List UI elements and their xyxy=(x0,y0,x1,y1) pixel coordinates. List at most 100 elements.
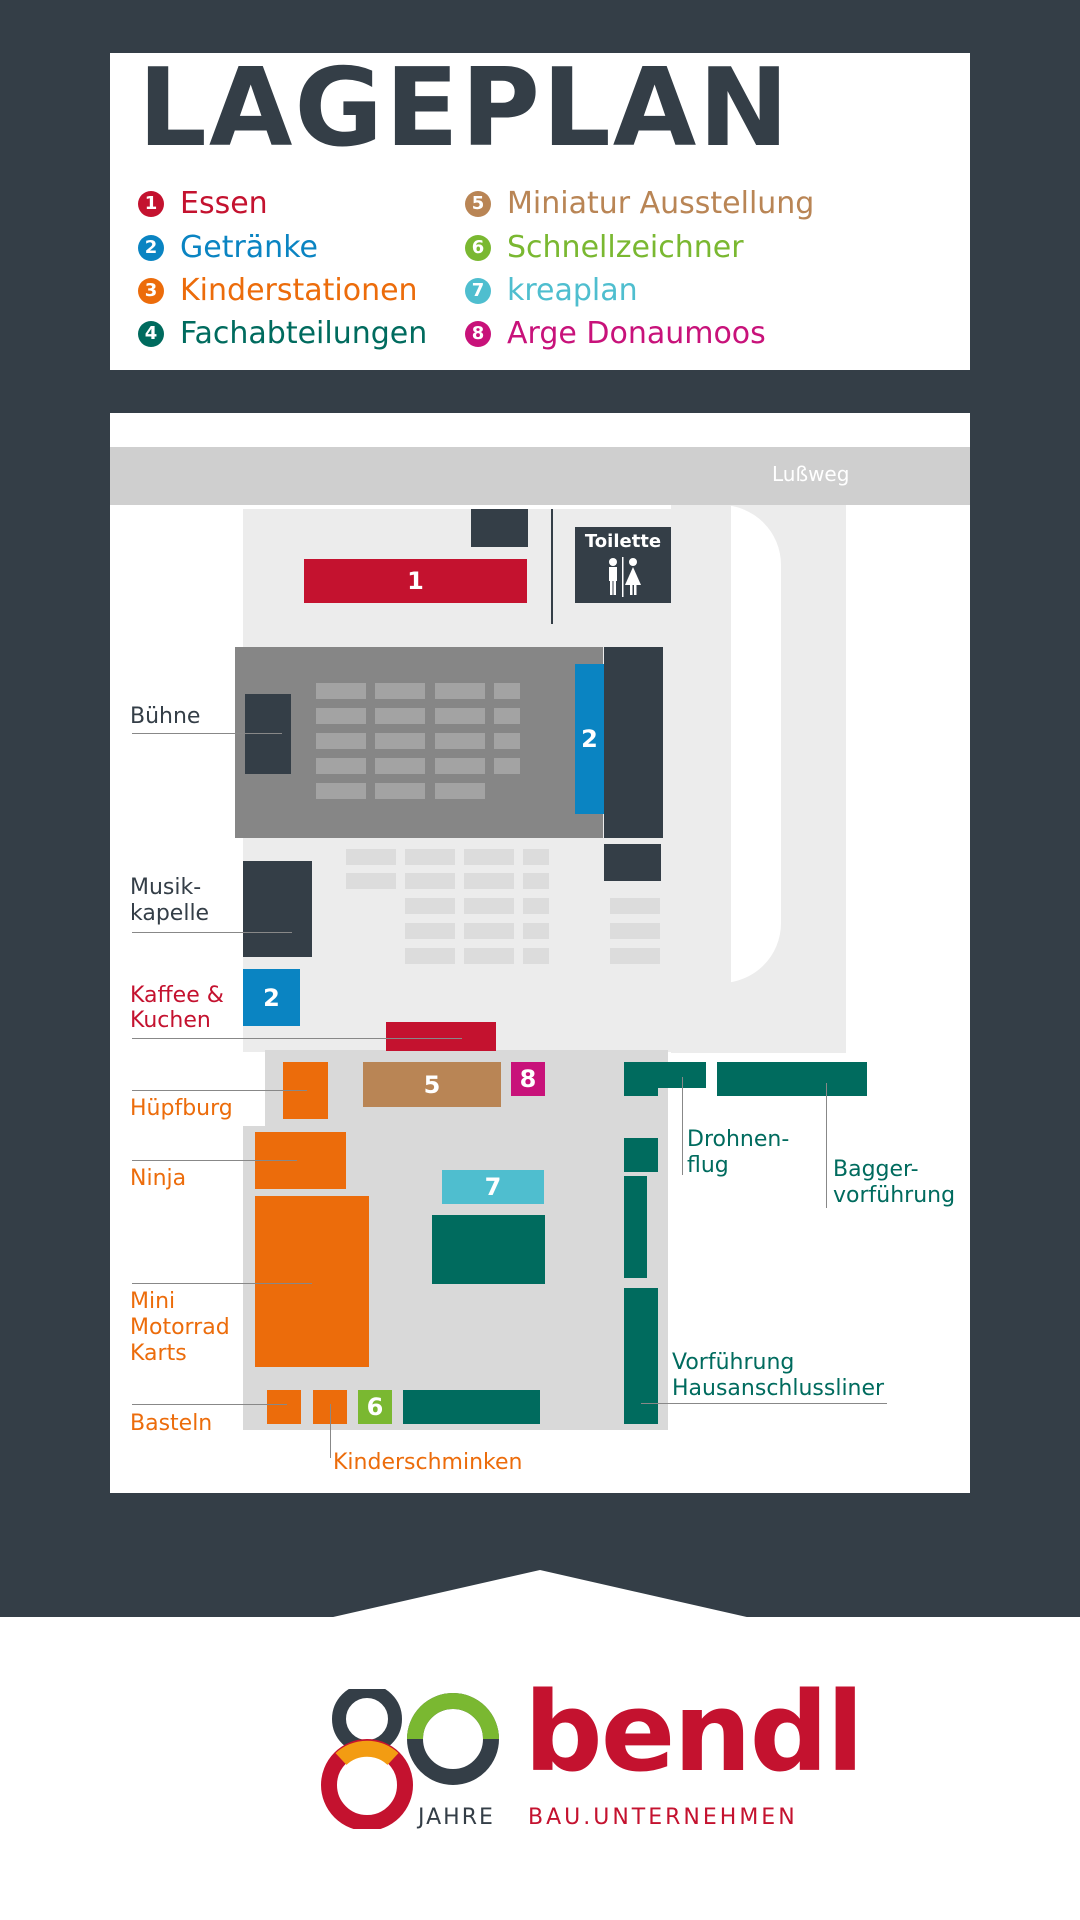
legend-label: Fachabteilungen xyxy=(180,316,428,351)
seat-row xyxy=(494,683,520,699)
label-musik-2: kapelle xyxy=(130,901,210,926)
arge-block: 8 xyxy=(511,1062,545,1096)
seat-row xyxy=(405,898,455,914)
seat-row xyxy=(405,849,455,865)
label-buehne: Bühne xyxy=(130,704,201,729)
legend-number-badge: 8 xyxy=(465,321,491,347)
legend-number-badge: 3 xyxy=(138,278,164,304)
brand-name: bendl xyxy=(524,1668,864,1796)
essen-block: 1 xyxy=(304,559,527,603)
seat-row xyxy=(610,898,660,914)
legend-label: kreaplan xyxy=(507,273,638,308)
toilet-block: Toilette xyxy=(575,527,671,603)
vorfuehrung-block xyxy=(624,1288,658,1424)
toilet-label: Toilette xyxy=(584,531,662,552)
seat-row xyxy=(316,783,366,799)
legend-label: Schnellzeichner xyxy=(507,230,744,265)
seat-row xyxy=(523,948,549,964)
seat-row xyxy=(435,708,485,724)
bagger-block xyxy=(717,1062,867,1096)
seat-row xyxy=(405,948,455,964)
schnellzeichner-block: 6 xyxy=(358,1390,392,1424)
getraenke-block-kaffee: 2 xyxy=(243,969,300,1026)
seat-row xyxy=(610,923,660,939)
area-path-east-inner xyxy=(671,505,731,983)
seat-row xyxy=(375,708,425,724)
label-mini-2: Motorrad xyxy=(130,1315,230,1340)
label-basteln: Basteln xyxy=(130,1411,213,1436)
leader-drohnen xyxy=(682,1077,683,1175)
label-kinderschminken: Kinderschminken xyxy=(333,1450,523,1475)
seat-row xyxy=(494,708,520,724)
divider-line xyxy=(551,509,553,624)
miniatur-block: 5 xyxy=(363,1062,501,1107)
legend-number-badge: 5 xyxy=(465,191,491,217)
leader-ninja xyxy=(132,1160,297,1161)
small-building xyxy=(604,844,661,881)
seat-row xyxy=(405,873,455,889)
jahre-label: JAHRE xyxy=(418,1805,495,1830)
seat-row xyxy=(316,758,366,774)
label-drohnen-2: flug xyxy=(687,1153,729,1178)
seat-row xyxy=(435,783,485,799)
site-map: Lußweg 1 Toilette 2 2 5 8 7 6 xyxy=(110,413,970,1493)
legend-label: Getränke xyxy=(180,230,318,265)
legend-label: Essen xyxy=(180,186,268,221)
legend-number-badge: 4 xyxy=(138,321,164,347)
leader-vorfuehrung xyxy=(641,1403,887,1404)
leader-kaffee xyxy=(132,1038,462,1039)
label-bagger-1: Bagger- xyxy=(833,1157,919,1182)
legend-item: 6 Schnellzeichner xyxy=(465,233,744,263)
anniversary-80-logo xyxy=(321,1689,499,1829)
seat-row xyxy=(435,758,485,774)
seat-row xyxy=(464,898,514,914)
seat-row xyxy=(316,683,366,699)
road-label: Lußweg xyxy=(772,462,850,486)
fachabteilung-block-center xyxy=(432,1215,545,1284)
seat-row xyxy=(464,923,514,939)
north-building xyxy=(471,509,528,547)
kaffee-block xyxy=(386,1022,496,1051)
road-lussweg xyxy=(110,447,970,505)
legend-item: 8 Arge Donaumoos xyxy=(465,319,766,349)
seat-row xyxy=(405,923,455,939)
seat-row xyxy=(435,683,485,699)
restroom-icon xyxy=(609,557,641,597)
seat-row xyxy=(464,849,514,865)
seat-row xyxy=(316,733,366,749)
leader-basteln xyxy=(132,1404,287,1405)
legend-label: Arge Donaumoos xyxy=(507,316,766,351)
legend-label: Kinderstationen xyxy=(180,273,418,308)
legend-item: 3 Kinderstationen xyxy=(138,276,418,306)
seat-row xyxy=(464,873,514,889)
leader-buehne xyxy=(132,733,282,734)
seat-row xyxy=(494,733,520,749)
label-huepfburg: Hüpfburg xyxy=(130,1096,233,1121)
leader-huepfburg xyxy=(132,1090,307,1091)
seat-row xyxy=(494,758,520,774)
footer-notch xyxy=(0,1570,1080,1625)
fachabteilung-block-e3 xyxy=(624,1176,647,1278)
leader-musik xyxy=(132,932,292,933)
seat-row xyxy=(610,948,660,964)
seat-row xyxy=(316,708,366,724)
legend-number-badge: 1 xyxy=(138,191,164,217)
legend-item: 4 Fachabteilungen xyxy=(138,319,427,349)
seat-row xyxy=(523,849,549,865)
page-title: LAGEPLAN xyxy=(138,46,791,171)
seat-row xyxy=(435,733,485,749)
getraenke-block-main: 2 xyxy=(575,664,604,814)
legend-number-badge: 6 xyxy=(465,235,491,261)
label-kaffee-2: Kuchen xyxy=(130,1008,211,1033)
label-vorf-2: Hausanschlussliner xyxy=(672,1376,885,1401)
fachabteilung-block-south xyxy=(403,1390,540,1424)
label-bagger-2: vorführung xyxy=(833,1183,956,1208)
seat-row xyxy=(375,758,425,774)
fachabteilung-block-e2 xyxy=(624,1138,658,1172)
seat-row xyxy=(523,898,549,914)
leader-minikart xyxy=(132,1283,312,1284)
seat-row xyxy=(464,948,514,964)
